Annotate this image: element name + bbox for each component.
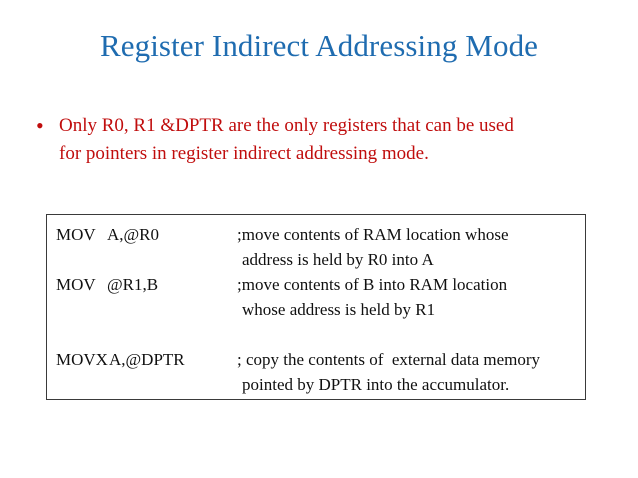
code-line: MOV A,@R0 ;move contents of RAM location…: [47, 222, 585, 247]
code-comment: ; copy the contents of external data mem…: [237, 350, 541, 369]
code-comment-continuation: pointed by DPTR into the accumulator.: [242, 375, 510, 394]
list-item: • Only R0, R1 &DPTR are the only registe…: [33, 112, 609, 168]
bullet-text: Only R0, R1 &DPTR are the only registers…: [59, 112, 609, 168]
code-mnemonic: MOV: [56, 225, 96, 244]
code-indent-spacer: [47, 247, 237, 272]
code-comment-continuation: whose address is held by R1: [242, 300, 436, 319]
code-indent-spacer: [47, 297, 237, 322]
code-comment: [237, 322, 585, 347]
code-line: MOVX A,@DPTR ; copy the contents of exte…: [47, 347, 585, 372]
code-line: whose address is held by R1: [47, 297, 585, 322]
code-mnemonic: MOVX: [56, 350, 108, 369]
code-line: pointed by DPTR into the accumulator.: [47, 372, 585, 397]
bullet-marker-icon: •: [36, 113, 44, 138]
code-listing-lines: MOV A,@R0 ;move contents of RAM location…: [47, 215, 585, 397]
bullet-line-2: for pointers in register indirect addres…: [59, 143, 429, 164]
code-operand: A,@R0: [107, 225, 160, 244]
code-mnemonic: MOV: [56, 275, 96, 294]
code-indent-spacer: [47, 372, 237, 397]
page-title: Register Indirect Addressing Mode: [99, 28, 539, 63]
code-indent-spacer: [47, 322, 237, 347]
code-comment: ;move contents of RAM location whose: [237, 225, 509, 244]
code-line: address is held by R0 into A: [47, 247, 585, 272]
code-line: MOV @R1,B ;move contents of B into RAM l…: [47, 272, 585, 297]
code-comment-continuation: address is held by R0 into A: [242, 250, 434, 269]
bullet-line-1: Only R0, R1 &DPTR are the only registers…: [59, 115, 514, 136]
code-listing-box: MOV A,@R0 ;move contents of RAM location…: [46, 214, 586, 400]
bullet-list: • Only R0, R1 &DPTR are the only registe…: [33, 112, 609, 168]
code-comment: ;move contents of B into RAM location: [237, 275, 508, 294]
code-operand: A,@DPTR: [109, 350, 185, 369]
code-operand: @R1,B: [107, 275, 159, 294]
code-blank-line: [47, 322, 585, 347]
